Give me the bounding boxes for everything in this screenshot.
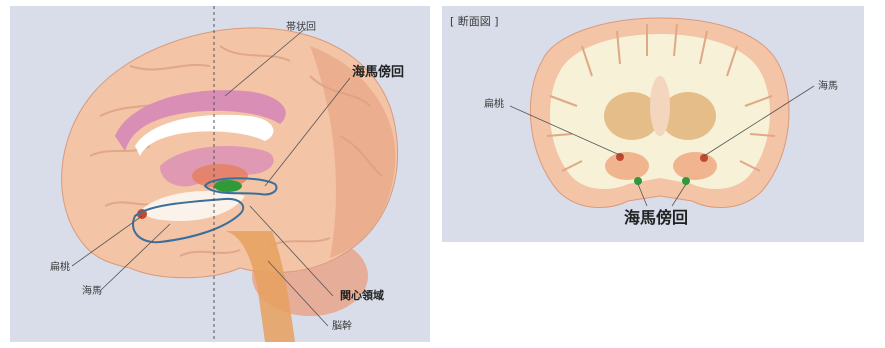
label-cingulate-gyrus: 帯状回 — [286, 23, 316, 33]
left-temporal — [605, 152, 649, 180]
label-parahippocampal-gyrus-coronal: 海馬傍回 — [624, 210, 688, 226]
hippocampus-green — [214, 180, 242, 192]
right-parahippocampal-dot — [682, 177, 690, 185]
label-region-of-interest: 関心領域 — [340, 290, 384, 301]
label-hippocampus-coronal: 海馬 — [818, 82, 838, 92]
label-parahippocampal-gyrus: 海馬傍回 — [352, 66, 404, 79]
label-brainstem: 脳幹 — [332, 322, 352, 332]
section-title: [ 断面図 ] — [450, 16, 499, 27]
coronal-section-illustration — [442, 6, 864, 242]
label-hippocampus: 海馬 — [82, 287, 102, 297]
left-parahippocampal-dot — [634, 177, 642, 185]
coronal-section-panel: [ 断面図 ] 扁桃 海馬 海馬傍回 — [442, 6, 864, 242]
right-temporal — [673, 152, 717, 180]
sagittal-brain-panel: 帯状回 海馬傍回 扁桃 海馬 関心領域 脳幹 — [10, 6, 430, 342]
right-hippocampus-dot — [700, 154, 708, 162]
midline — [650, 76, 670, 136]
label-amygdala-coronal: 扁桃 — [484, 100, 504, 110]
label-amygdala: 扁桃 — [50, 263, 70, 273]
